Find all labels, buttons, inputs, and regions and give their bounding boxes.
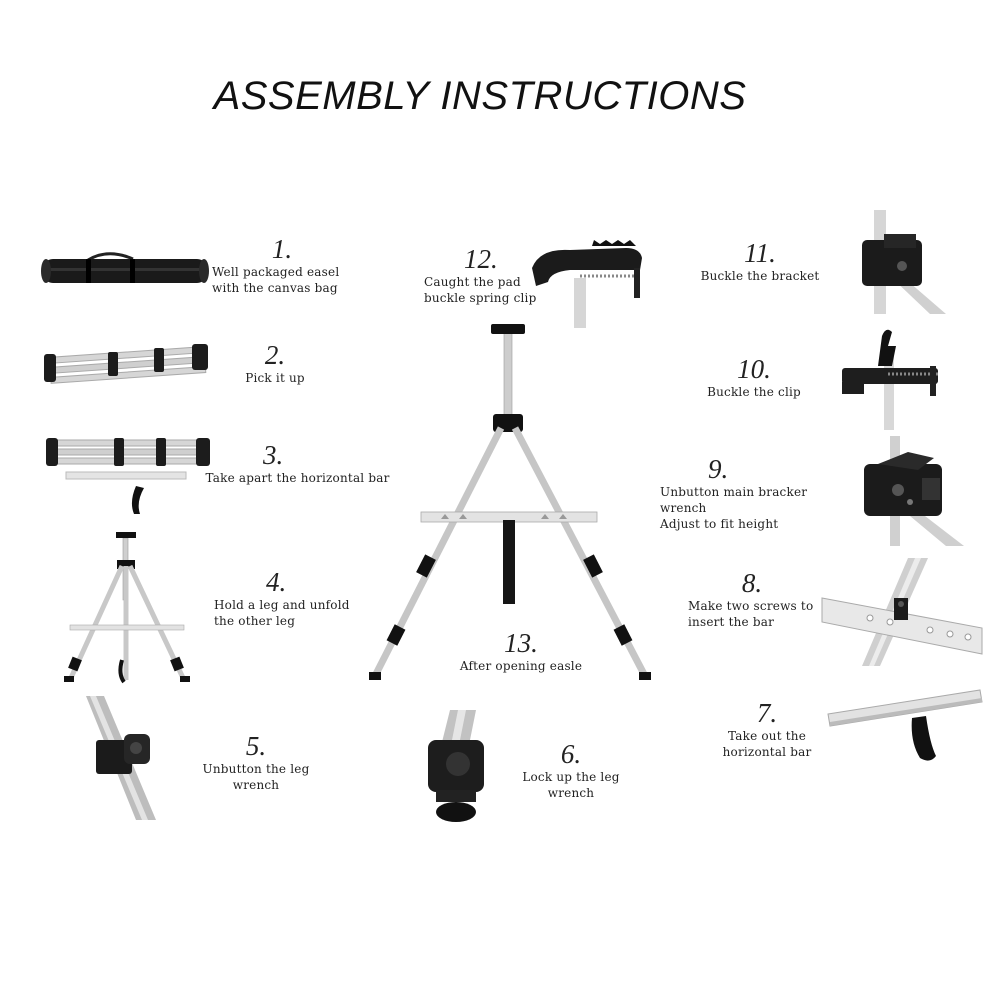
step-text: After opening easle [459,659,583,673]
step-3: 3. Take apart the horizontal bar [205,440,390,486]
step-text: Unbutton the leg wrench [202,762,310,792]
opened-easel-small-illustration [64,532,190,684]
step-13: 13. After opening easle [458,628,584,674]
step-text: Take out the horizontal bar [722,729,812,759]
step-number: 6. [560,739,582,769]
step-number: 4. [266,567,287,597]
folded-easel-illustration [44,344,208,384]
step-text: Take apart the horizontal bar [205,471,390,485]
step-8: 8. Make two screws to insert the bar [688,568,816,630]
step-text: Well packaged easel with the canvas bag [212,265,340,295]
step-text: Caught the pad buckle spring clip [424,275,537,305]
step-9: 9. Unbutton main bracker wrench Adjust t… [660,454,850,532]
step-text: Buckle the clip [707,385,801,399]
step-number: 8. [741,568,763,598]
step-text: Hold a leg and unfold the other leg [214,598,350,628]
step-1: 1. Well packaged easel with the canvas b… [212,234,352,296]
buckle-clip-illustration [842,329,938,430]
step-number: 2. [264,340,286,370]
step-6: 6. Lock up the leg wrench [500,739,642,801]
step-10: 10. Buckle the clip [700,354,808,400]
step-text: Buckle the bracket [700,269,820,283]
step-number: 3. [263,440,284,470]
step-4: 4. Hold a leg and unfold the other leg [214,567,364,629]
step-text: Unbutton main bracker wrench Adjust to f… [660,485,808,531]
step-number: 11. [744,238,776,268]
step-number: 1. [271,234,293,264]
page-title: ASSEMBLY INSTRUCTIONS [213,74,747,118]
main-bracket-wrench-illustration [864,436,964,546]
canvas-bag-illustration [41,252,209,283]
step-number: 9. [708,454,729,484]
opened-easel-large-illustration [369,324,651,680]
step-number: 10. [737,354,771,384]
folded-easel-bar-illustration [46,438,210,514]
step-text: Pick it up [245,371,305,385]
step-text: Make two screws to insert the bar [688,599,814,629]
step-2: 2. Pick it up [230,340,320,386]
step-11: 11. Buckle the bracket [696,238,824,284]
step-number: 12. [464,244,498,274]
step-text: Lock up the leg wrench [522,770,620,800]
step-7: 7. Take out the horizontal bar [718,698,816,760]
step-number: 13. [504,628,538,658]
horizontal-bar-illustration [827,689,983,761]
buckle-bracket-illustration [862,210,946,314]
leg-wrench-lock-illustration [428,710,484,822]
step-number: 7. [756,698,778,728]
leg-wrench-unbutton-illustration [86,696,156,820]
step-5: 5. Unbutton the leg wrench [180,731,332,793]
step-12: 12. Caught the pad buckle spring clip [424,244,544,306]
step-number: 5. [245,731,267,761]
screws-insert-bar-illustration [821,558,983,666]
pad-spring-clip-illustration [532,240,642,328]
